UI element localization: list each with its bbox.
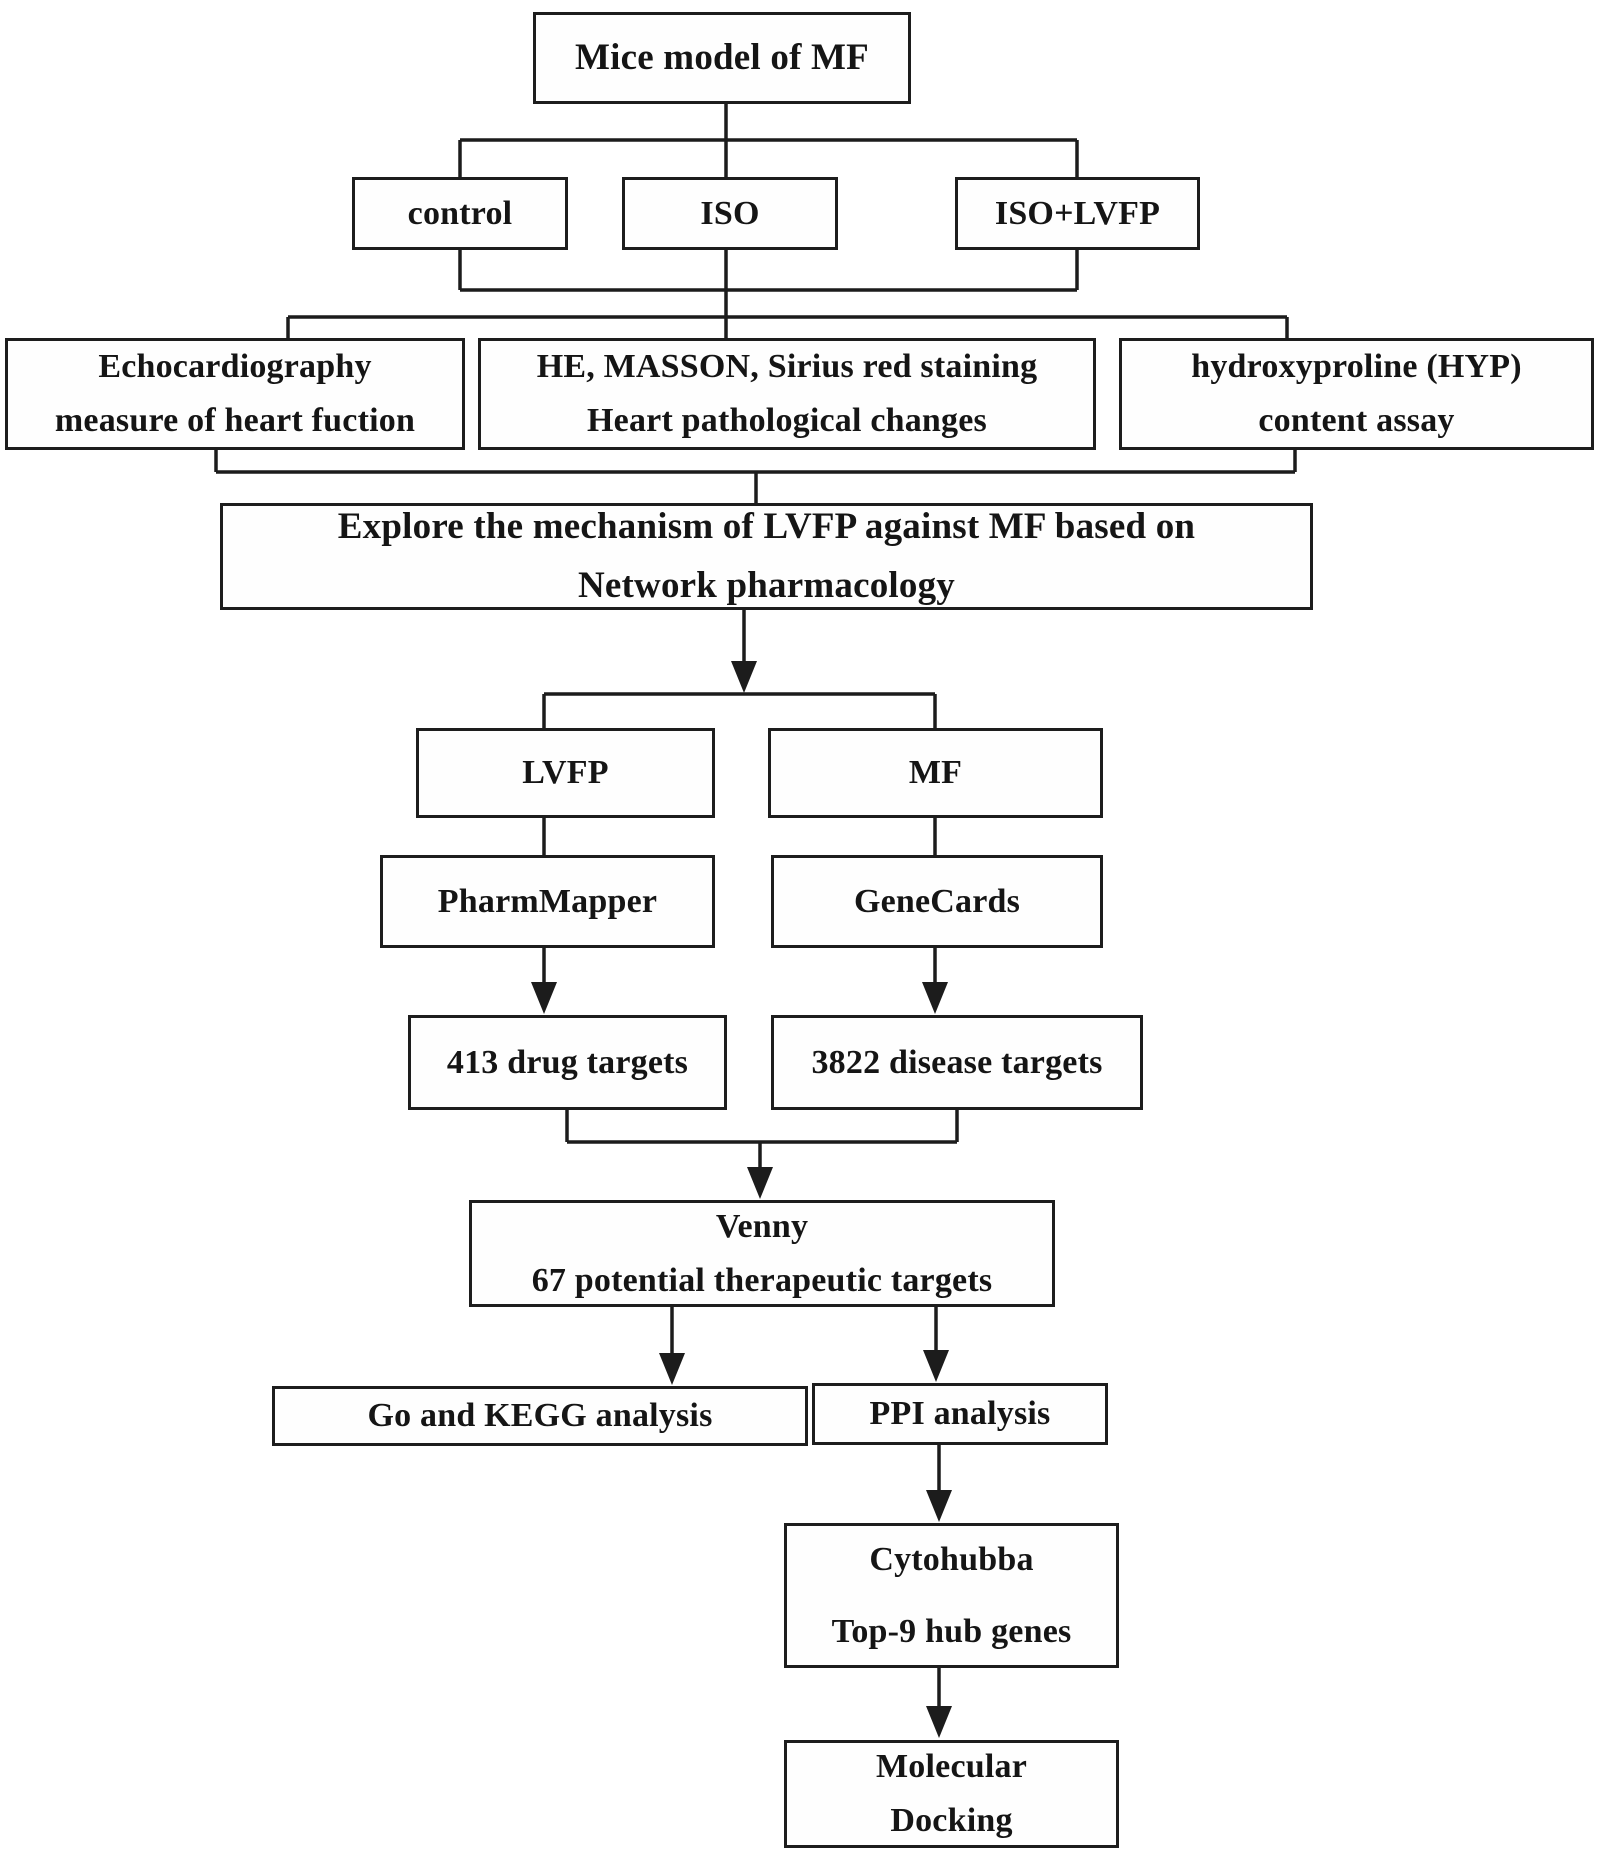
node-genecards: GeneCards <box>771 855 1103 948</box>
node-explore-mechanism: Explore the mechanism of LVFP against MF… <box>220 503 1313 610</box>
node-mice-model-label: Mice model of MF <box>575 36 869 78</box>
node-go-kegg-analysis-label: Go and KEGG analysis <box>367 1397 713 1435</box>
node-pharmmapper-label: PharmMapper <box>437 882 658 920</box>
node-ppi-analysis-label: PPI analysis <box>869 1395 1051 1433</box>
connector-ppi-to-cytohubba <box>926 1445 952 1522</box>
node-lvfp: LVFP <box>416 728 715 818</box>
node-drug-targets-label: 413 drug targets <box>446 1043 689 1081</box>
node-cytohubba-label: Cytohubba Top-9 hub genes <box>831 1541 1072 1650</box>
node-venny-label: Venny 67 potential therapeutic targets <box>531 1207 993 1299</box>
connector-targets-to-venny <box>565 1110 959 1199</box>
node-disease-targets-label: 3822 disease targets <box>811 1043 1103 1081</box>
arrowhead <box>747 1167 773 1199</box>
arrowhead <box>926 1706 952 1738</box>
node-lvfp-label: LVFP <box>522 754 609 792</box>
node-iso-lvfp-label: ISO+LVFP <box>994 194 1161 232</box>
node-molecular-docking-label: Molecular Docking <box>876 1748 1027 1839</box>
node-venny: Venny 67 potential therapeutic targets <box>469 1200 1055 1307</box>
connector-cytohubba-to-docking <box>926 1668 952 1738</box>
node-iso: ISO <box>622 177 838 250</box>
node-control: control <box>352 177 568 250</box>
node-molecular-docking: Molecular Docking <box>784 1740 1119 1848</box>
node-ppi-analysis: PPI analysis <box>812 1383 1108 1445</box>
node-disease-targets: 3822 disease targets <box>771 1015 1143 1110</box>
arrowhead <box>926 1490 952 1522</box>
connector-pharmmapper-to-drug-targets <box>531 948 557 1014</box>
node-he-masson-staining: HE, MASSON, Sirius red staining Heart pa… <box>478 338 1096 450</box>
arrowhead <box>923 1350 949 1382</box>
node-echocardiography: Echocardiography measure of heart fuctio… <box>5 338 465 450</box>
node-iso-label: ISO <box>700 194 760 232</box>
connector-explore-to-lvfp-mf <box>542 610 937 728</box>
node-iso-lvfp: ISO+LVFP <box>955 177 1200 250</box>
connector-mice-to-groups <box>458 104 1079 177</box>
node-cytohubba: Cytohubba Top-9 hub genes <box>784 1523 1119 1668</box>
connector-venny-to-go-kegg <box>659 1307 685 1385</box>
node-hyp-assay: hydroxyproline (HYP) content assay <box>1119 338 1594 450</box>
arrowhead <box>659 1353 685 1385</box>
arrowhead <box>922 982 948 1014</box>
node-echocardiography-label: Echocardiography measure of heart fuctio… <box>54 348 416 439</box>
arrowhead <box>731 661 757 693</box>
connector-assays-to-explore <box>214 450 1297 503</box>
node-go-kegg-analysis: Go and KEGG analysis <box>272 1386 808 1446</box>
node-explore-mechanism-label: Explore the mechanism of LVFP against MF… <box>337 506 1196 606</box>
arrowhead <box>531 982 557 1014</box>
node-mf: MF <box>768 728 1103 818</box>
node-mice-model: Mice model of MF <box>533 12 911 104</box>
node-control-label: control <box>407 194 513 232</box>
node-mf-label: MF <box>908 754 963 792</box>
connector-groups-to-assays <box>286 250 1289 338</box>
node-hyp-assay-label: hydroxyproline (HYP) content assay <box>1191 348 1522 439</box>
connector-venny-to-ppi <box>923 1307 949 1382</box>
node-he-masson-staining-label: HE, MASSON, Sirius red staining Heart pa… <box>536 348 1038 439</box>
node-drug-targets: 413 drug targets <box>408 1015 727 1110</box>
node-genecards-label: GeneCards <box>853 882 1021 920</box>
connector-genecards-to-disease-targets <box>922 948 948 1014</box>
node-pharmmapper: PharmMapper <box>380 855 715 948</box>
